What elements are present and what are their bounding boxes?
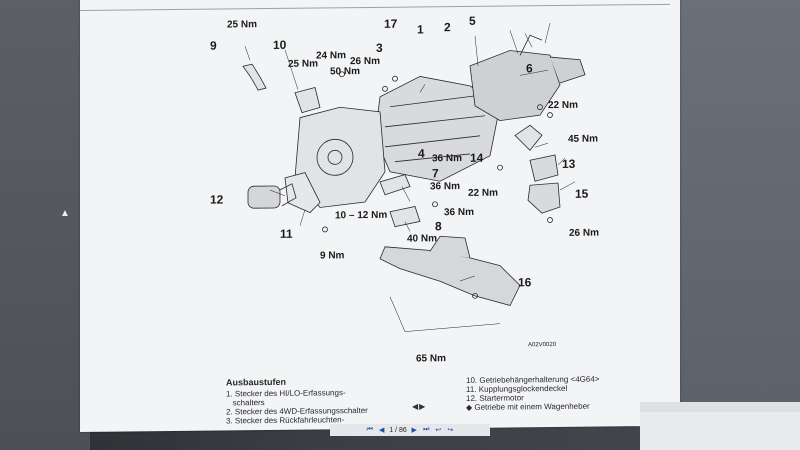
engine-mount-bracket [529, 154, 559, 182]
mouse-cursor-icon: ▲ [60, 208, 70, 219]
back-icon[interactable]: ↩ [435, 427, 442, 434]
callout-14: 14 [470, 150, 484, 165]
rear-mount [527, 182, 561, 214]
next-page-icon[interactable]: ▶ [411, 427, 417, 434]
callout-4: 4 [418, 146, 425, 161]
removal-steps-caption: Ausbaustufen 1. Stecker des HI/LO-Erfass… [226, 374, 666, 431]
callout-1: 1 [417, 22, 424, 37]
breather-hose [242, 63, 267, 91]
taskbar [640, 412, 800, 450]
first-page-icon[interactable]: ⏮ [366, 426, 373, 433]
torque-9nm: 9 Nm [320, 250, 345, 262]
viewer-background-left [0, 0, 90, 450]
callout-5: 5 [469, 13, 476, 28]
page-indicator: 1 / 86 [389, 426, 407, 434]
figure-code: A02V0020 [528, 342, 557, 349]
torque-22nm-top: 22 Nm [548, 99, 579, 112]
torque-40nm: 40 Nm [407, 233, 438, 245]
callout-16: 16 [518, 275, 532, 290]
transmission-exploded-diagram [242, 23, 586, 332]
document-page: 1 2 3 4 5 6 7 8 9 10 11 12 13 14 15 16 1… [80, 0, 680, 433]
callout-7: 7 [432, 166, 439, 181]
prev-page-icon[interactable]: ◀ [379, 427, 385, 434]
callout-11: 11 [280, 226, 293, 241]
bracket-7 [379, 174, 411, 196]
torque-25nm-bracket: 25 Nm [288, 58, 319, 70]
caption-title: Ausbaustufen [226, 376, 287, 388]
viewer-toolbar: ⏮ ◀ 1 / 86 ▶ ⏭ ↩ ↪ [330, 424, 490, 436]
torque-26nm-lower: 26 Nm [569, 227, 600, 239]
hanger-bracket [294, 87, 321, 114]
torque-36nm-b: 36 Nm [430, 181, 461, 193]
callout-3: 3 [376, 40, 383, 55]
page-nav-arrows[interactable]: ◀ ▶ [412, 401, 436, 411]
callout-17: 17 [384, 16, 398, 31]
torque-22nm-lower: 22 Nm [468, 187, 499, 199]
torque-65nm: 65 Nm [416, 353, 447, 365]
torque-36nm-c: 36 Nm [444, 206, 475, 219]
right-arrow-icon[interactable]: ▶ [419, 401, 426, 411]
callout-6: 6 [526, 61, 533, 76]
last-page-icon[interactable]: ⏭ [423, 426, 430, 433]
callout-15: 15 [575, 186, 589, 201]
transfer-case [469, 50, 561, 122]
bell-cover [284, 172, 321, 214]
forward-icon[interactable]: ↪ [447, 427, 454, 434]
callout-13: 13 [562, 156, 576, 171]
callout-10: 10 [273, 37, 287, 52]
torque-36nm-a: 36 Nm [432, 152, 463, 165]
torque-45nm: 45 Nm [568, 133, 599, 145]
callout-12: 12 [210, 192, 224, 207]
caption-left-list: 1. Stecker des HI/LO-Erfassungs- schalte… [226, 387, 416, 425]
torque-50nm: 50 Nm [330, 66, 361, 78]
starter-motor [247, 185, 281, 209]
caption-item: ◆ Getriebe mit einem Wagenheber [466, 401, 590, 412]
bracket-8 [389, 206, 421, 228]
callout-2: 2 [444, 20, 451, 35]
torque-25nm-top: 25 Nm [227, 19, 258, 31]
torque-10-12nm: 10 – 12 Nm [335, 209, 388, 222]
torque-24nm: 24 Nm [316, 50, 347, 62]
left-arrow-icon[interactable]: ◀ [412, 401, 419, 411]
callout-9: 9 [210, 38, 217, 53]
callout-8: 8 [435, 219, 442, 234]
caption-right-list: 10. Getriebehängerhalterung <4G64> 11. K… [466, 374, 666, 412]
